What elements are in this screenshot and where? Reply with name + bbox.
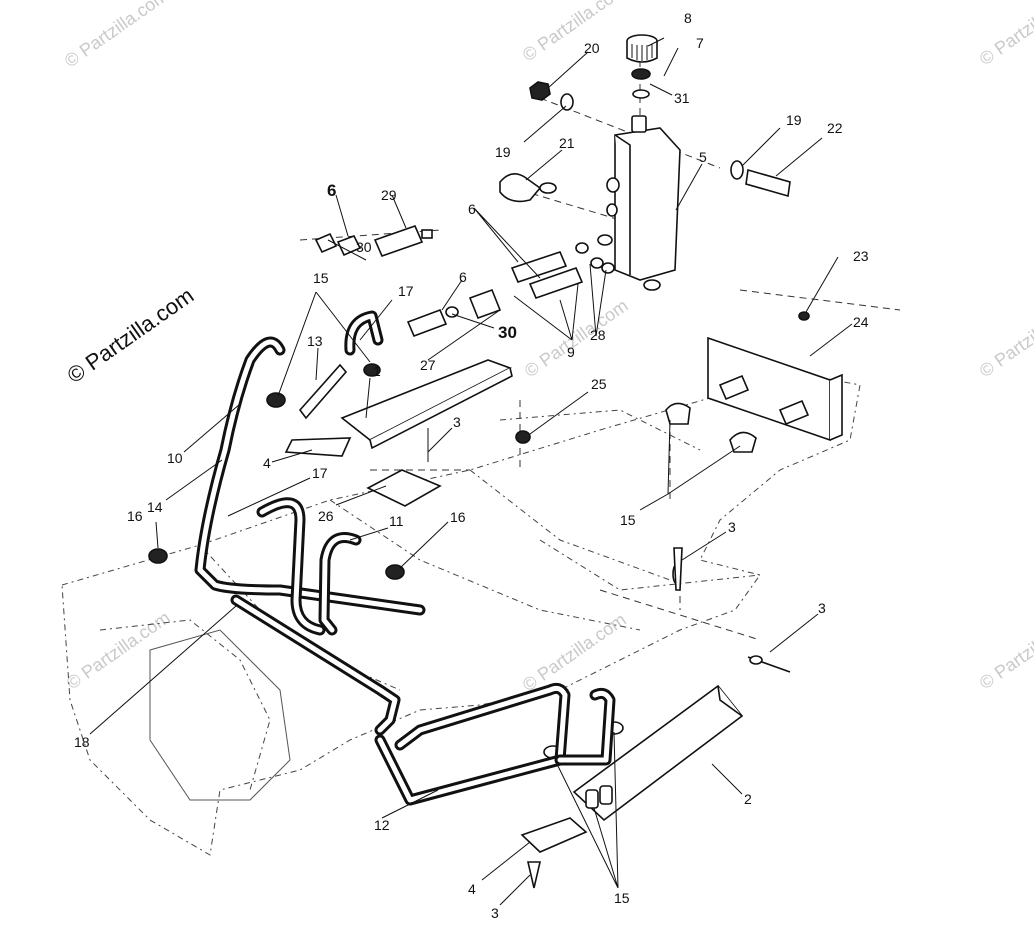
callout-7: 7 (696, 35, 704, 51)
callout-19: 19 (786, 112, 802, 128)
leader-lines (89, 37, 853, 906)
watermark-faint: © Partzilla.com (61, 0, 172, 71)
callout-11: 11 (389, 513, 404, 529)
callout-27: 27 (420, 357, 436, 373)
hose-clamps (148, 363, 791, 673)
callout-15: 15 (614, 890, 630, 906)
callout-numbers: 8 7 31 20 19 19 22 21 5 23 24 6 29 30 6 … (74, 10, 869, 921)
callout-8: 8 (684, 10, 692, 26)
callout-31: 31 (674, 90, 690, 106)
callout-1: 1 (373, 363, 381, 379)
callout-3: 3 (728, 519, 736, 535)
callout-3: 3 (818, 600, 826, 616)
mounting-brackets (284, 359, 588, 853)
callout-29: 29 (381, 187, 397, 203)
callout-30: 30 (356, 239, 372, 255)
callout-18: 18 (74, 734, 90, 750)
tank-fasteners (499, 81, 791, 203)
watermark-faint: © Partzilla.com (976, 607, 1034, 693)
callout-9: 9 (567, 344, 575, 360)
callout-6: 6 (327, 181, 336, 200)
tank-hoses (314, 224, 615, 338)
faint-watermarks: © Partzilla.com © Partzilla.com © Partzi… (61, 0, 1034, 695)
watermark-faint: © Partzilla.com (63, 607, 174, 693)
watermark-faint: © Partzilla.com (519, 609, 630, 695)
bottom-hardware (526, 547, 683, 889)
coolant-hoses (194, 310, 616, 806)
callout-6: 6 (468, 201, 476, 217)
callout-14: 14 (147, 499, 163, 515)
watermark-faint: © Partzilla.com (976, 295, 1034, 381)
mounting-plate (665, 311, 843, 453)
callout-23: 23 (853, 248, 869, 264)
callout-15: 15 (313, 270, 329, 286)
callout-17: 17 (312, 465, 328, 481)
callout-6: 6 (459, 269, 467, 285)
callout-4: 4 (263, 455, 271, 471)
callout-16: 16 (450, 509, 466, 525)
callout-26: 26 (318, 508, 334, 524)
assembly-lines (299, 60, 901, 641)
callout-2: 2 (744, 791, 752, 807)
callout-3: 3 (491, 905, 499, 921)
callout-25: 25 (591, 376, 607, 392)
cap-adapter (631, 68, 651, 99)
tank-cap (626, 34, 658, 63)
watermark-faint: © Partzilla.com (519, 0, 630, 65)
callout-21: 21 (559, 135, 575, 151)
coolant-tank (597, 115, 681, 291)
callout-17: 17 (398, 283, 414, 299)
callout-19: 19 (495, 144, 511, 160)
watermark-main: © Partzilla.com (63, 283, 199, 389)
callout-3: 3 (453, 414, 461, 430)
callout-5: 5 (699, 149, 707, 165)
callout-28: 28 (590, 327, 606, 343)
callout-10: 10 (167, 450, 183, 466)
callout-16: 16 (127, 508, 143, 524)
callout-13: 13 (307, 333, 323, 349)
callout-22: 22 (827, 120, 843, 136)
callout-20: 20 (584, 40, 600, 56)
watermark-faint: © Partzilla.com (521, 295, 632, 381)
side-bracket (543, 684, 744, 822)
watermark-faint: © Partzilla.com (976, 0, 1034, 69)
callout-24: 24 (853, 314, 869, 330)
callout-30: 30 (498, 323, 517, 342)
callout-12: 12 (374, 817, 390, 833)
callout-15: 15 (620, 512, 636, 528)
callout-4: 4 (468, 881, 476, 897)
